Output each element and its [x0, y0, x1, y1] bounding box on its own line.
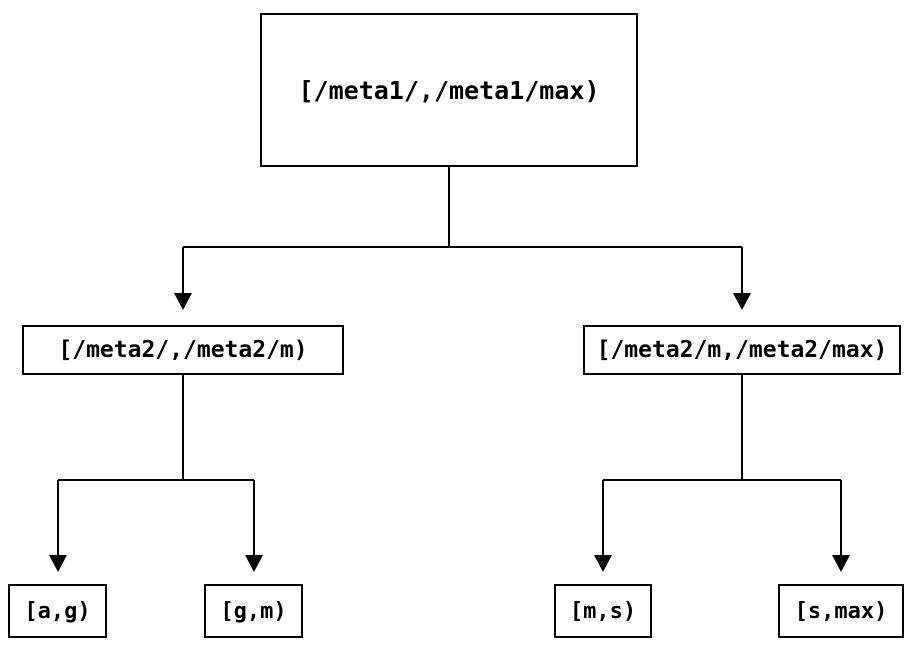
node-meta2-right-label: [/meta2/m,/meta2/max) [596, 337, 888, 363]
node-leaf-ms: [m,s) [554, 584, 652, 638]
arrowhead-leaf-ag [49, 555, 67, 572]
node-meta2-left-range: [/meta2/,/meta2/m) [22, 325, 344, 375]
node-leaf-gm-label: [g,m) [220, 598, 287, 624]
node-leaf-gm: [g,m) [204, 584, 303, 638]
node-root-meta1-range: [/meta1/,/meta1/max) [260, 13, 638, 167]
node-leaf-ag-label: [a,g) [24, 598, 91, 624]
arrowhead-l2-right [733, 293, 751, 310]
arrowhead-leaf-smax [832, 555, 850, 572]
node-leaf-smax-label: [s,max) [794, 598, 888, 624]
node-root-label: [/meta1/,/meta1/max) [298, 75, 600, 105]
node-meta2-left-label: [/meta2/,/meta2/m) [58, 337, 308, 363]
node-leaf-ms-label: [m,s) [569, 598, 637, 624]
node-leaf-smax: [s,max) [778, 584, 904, 638]
arrowhead-leaf-ms [594, 555, 612, 572]
arrowhead-leaf-gm [245, 555, 263, 572]
arrowhead-l2-left [174, 293, 192, 310]
node-meta2-right-range: [/meta2/m,/meta2/max) [583, 325, 901, 375]
node-leaf-ag: [a,g) [8, 584, 107, 638]
